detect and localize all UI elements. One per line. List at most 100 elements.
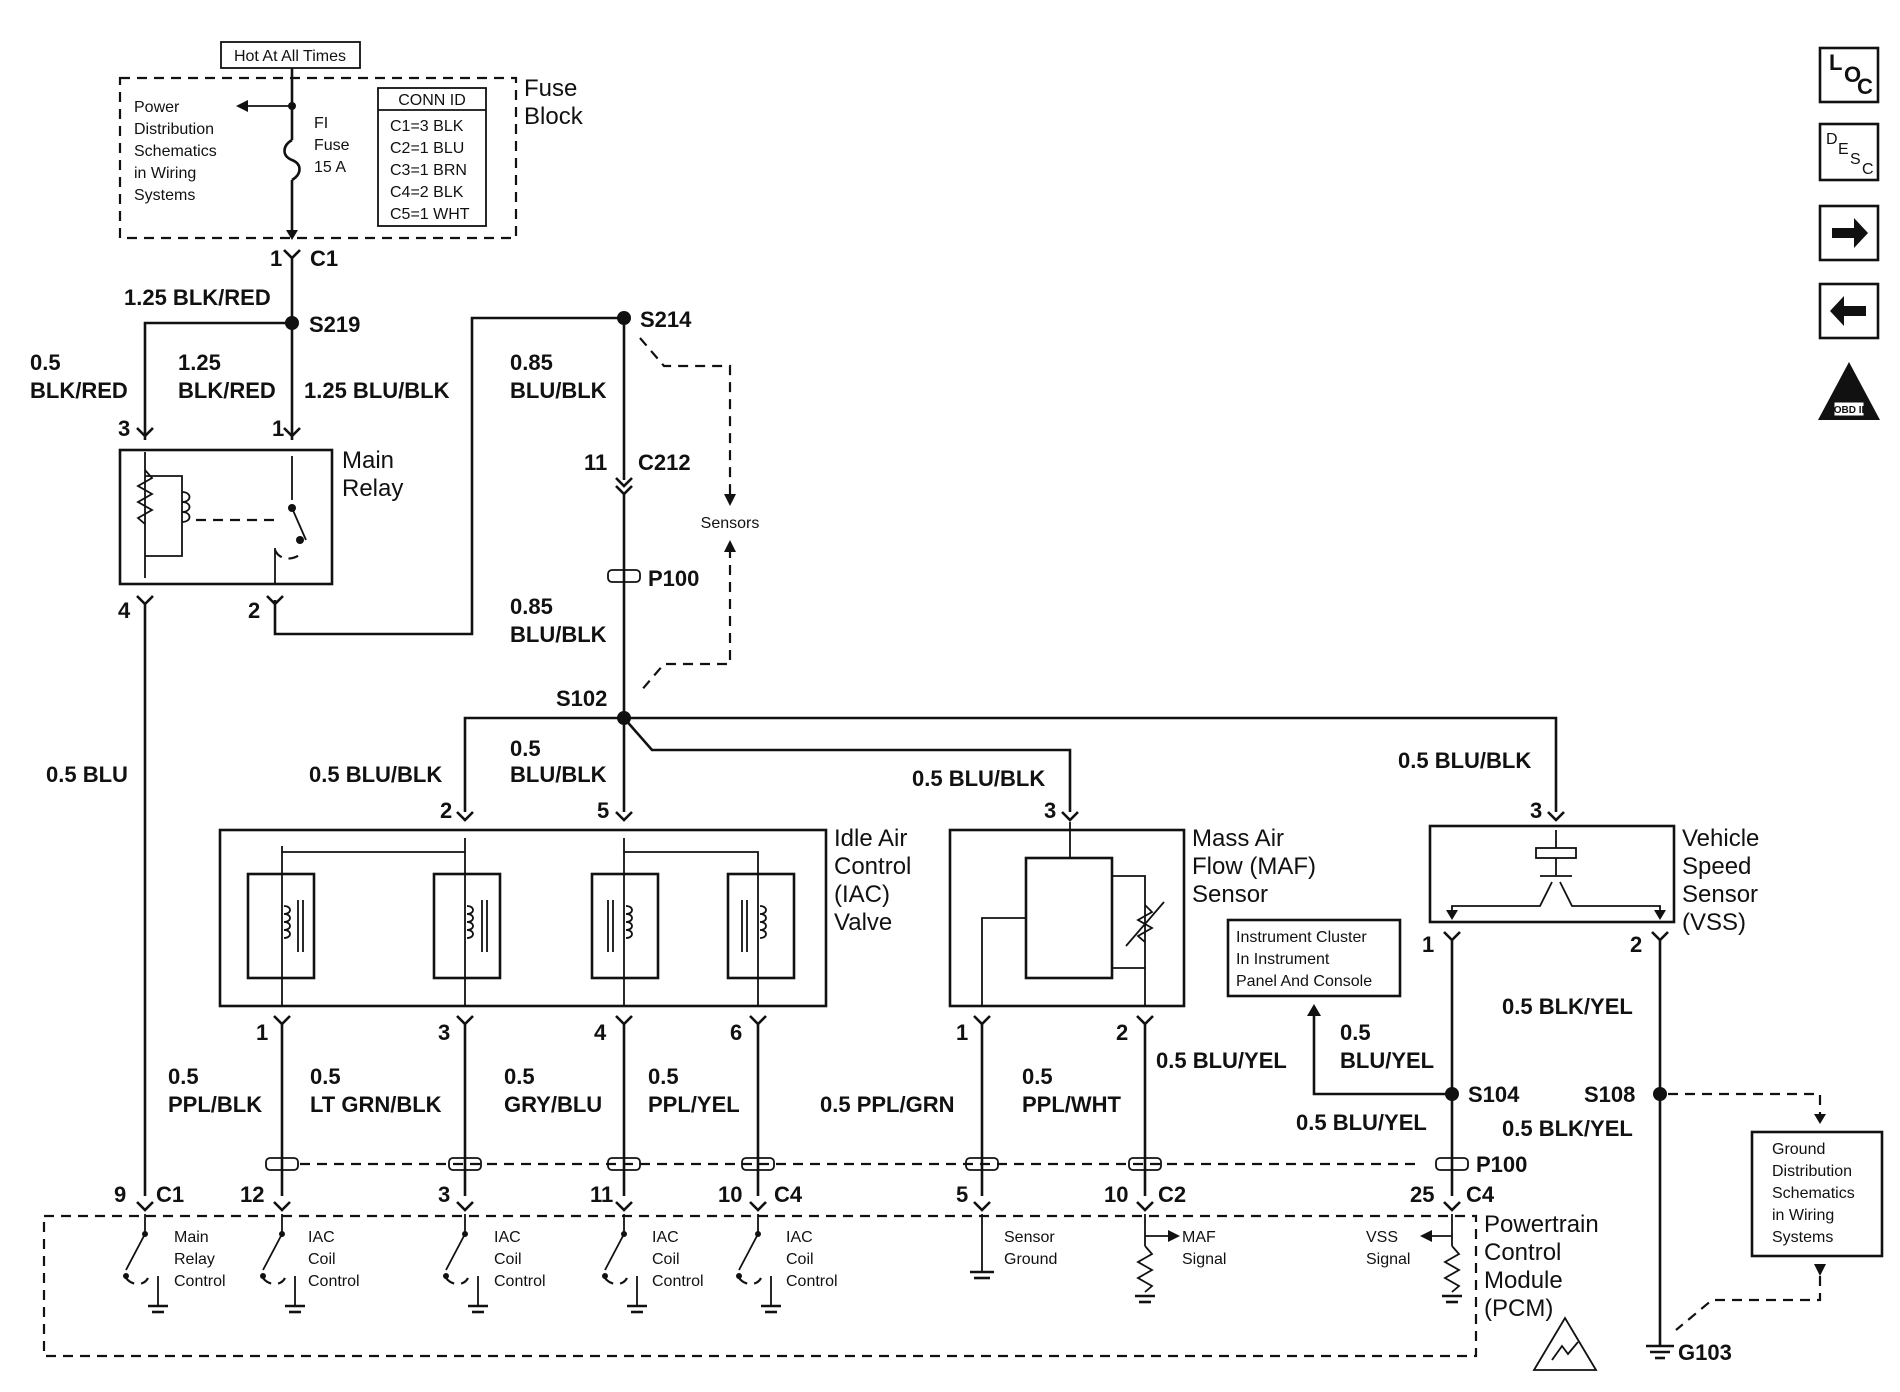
power-note-3: Schematics [134,143,217,160]
vss-title-3: Sensor [1682,881,1758,908]
pcm-pin-5: 5 [956,1182,968,1207]
conn-id-row: C2=1 BLU [390,140,464,157]
pcm-pin-3: 3 [438,1182,450,1207]
nav-obd-button[interactable]: OBD II [1818,362,1880,420]
arrow-left-icon [236,100,248,112]
vss-pin-3: 3 [1530,798,1542,823]
p100-connector [607,1157,641,1171]
wire-iac5-b: BLU/BLK [510,762,607,787]
hot-label: Hot At All Times [234,48,346,65]
splice-s108-label: S108 [1584,1082,1635,1107]
wire-iac-pin4-a: 0.5 [504,1064,535,1089]
wire-maf-pin1: 0.5 PPL/GRN [820,1092,954,1117]
wire-iac-pin4-b: GRY/BLU [504,1092,602,1117]
pcm-iac-3-2: Coil [652,1251,680,1268]
loc-l: L [1829,50,1842,75]
pcm-vss-signal-2: Signal [1366,1251,1410,1268]
splice-s219-label: S219 [309,312,360,337]
pcm-switch-iac-4 [736,1214,781,1314]
vss-pin-1: 1 [1422,932,1434,957]
relay-pin-4: 4 [118,598,131,623]
obd-label: OBD II [1834,405,1865,416]
iac-title-1: Idle Air [834,825,907,852]
desc-e: E [1838,141,1849,158]
main-relay: 3 1 Main Relay 4 2 0.5 BLU [46,416,403,1196]
nav-back-button[interactable] [1818,282,1880,340]
pcm-iac-3-1: IAC [652,1229,679,1246]
wire-s214-a: 0.85 [510,350,553,375]
wire-iac-pin6-b: PPL/YEL [648,1092,740,1117]
pcm-c1: C1 [156,1182,184,1207]
hot-label-box [220,41,361,69]
vss-box [1428,824,1676,924]
iac-pin-6: 6 [730,1020,742,1045]
splice-s108 [1653,1087,1667,1101]
pcm-pin-12: 12 [240,1182,264,1207]
resistor-icon [136,469,154,525]
wire-maf-pin2-b: PPL/WHT [1022,1092,1122,1117]
maf-pin-3: 3 [1044,798,1056,823]
wire-vss1-a: 0.5 [1340,1020,1371,1045]
conn-id-table [377,87,487,227]
vss-title-4: (VSS) [1682,909,1746,936]
iac-title-3: (IAC) [834,881,890,908]
p100-connector [448,1157,482,1171]
instrument-cluster-1: Instrument Cluster [1236,929,1367,946]
pcm-iac-3-3: Control [652,1273,704,1290]
iac-valve-box [218,828,828,1008]
splice-s104-label: S104 [1468,1082,1520,1107]
pcm-switch-iac-2 [443,1214,488,1314]
relay-switch-icon [291,507,307,541]
instrument-cluster-3: Panel And Console [1236,973,1372,990]
power-note-1: Power [134,99,180,116]
main-relay-title-1: Main [342,447,394,474]
fuse-word: Fuse [314,137,350,154]
desc-c: C [1862,161,1874,178]
pcm-main-relay-3: Control [174,1273,226,1290]
power-note-2: Distribution [134,121,214,138]
vss-title-2: Speed [1682,853,1751,880]
pcm-iac-1-3: Control [308,1273,360,1290]
wire-vss1-b: BLU/YEL [1340,1048,1434,1073]
pcm-outline [42,1214,1478,1358]
arrow-left-icon [1830,296,1866,326]
wire-iac-pin3-b: LT GRN/BLK [310,1092,442,1117]
iac-valve: 2 5 Idle Air Control (IAC) Valve 1 3 4 [218,798,911,1045]
wire-vss1-low: 0.5 BLU/YEL [1296,1110,1427,1135]
nav-forward-button[interactable] [1818,204,1880,262]
pcm-pin-25: 25 [1410,1182,1434,1207]
pcm-pin-9: 9 [114,1182,126,1207]
iac-title-2: Control [834,853,911,880]
ground-dist-5: Systems [1772,1229,1833,1246]
wire-iac-pin3-a: 0.5 [310,1064,341,1089]
pcm-sensor-ground-1: Sensor [1004,1229,1055,1246]
wire-maf-sig: 0.5 BLU/YEL [1156,1048,1287,1073]
pcm-sensor-ground-2: Ground [1004,1251,1057,1268]
nav-desc-button[interactable]: D E S C [1818,122,1880,182]
splice-s104 [1445,1087,1459,1101]
power-note-4: in Wiring [134,165,196,182]
p100-top-connector [607,569,641,583]
pcm-title-1: Powertrain [1484,1211,1599,1238]
loc-c: C [1857,74,1873,99]
ground-dist-1: Ground [1772,1141,1825,1158]
iac-pin-4: 4 [594,1020,607,1045]
maf-pin-1: 1 [956,1020,968,1045]
wire-fuse-out: 1.25 BLK/RED [124,285,271,310]
power-note-5: Systems [134,187,195,204]
pcm-title-3: Module [1484,1267,1563,1294]
c212-pin: 11 [584,450,607,475]
pcm-main-relay-1: Main [174,1229,209,1246]
p100-bottom-label: P100 [1476,1152,1527,1177]
p100-connector [265,1157,299,1171]
main-relay-title-2: Relay [342,475,403,502]
esd-warning-icon [1532,1316,1598,1371]
wire-p100-b: BLU/BLK [510,622,607,647]
pcm-pin-10: 10 [718,1182,742,1207]
wire-relay2-out: 1.25 BLU/BLK [304,378,450,403]
p100-top-label: P100 [648,566,699,591]
pcm-switch-main-relay [123,1214,168,1314]
nav-loc-button[interactable]: L O C [1818,46,1880,104]
splice-s102-label: S102 [556,686,607,711]
